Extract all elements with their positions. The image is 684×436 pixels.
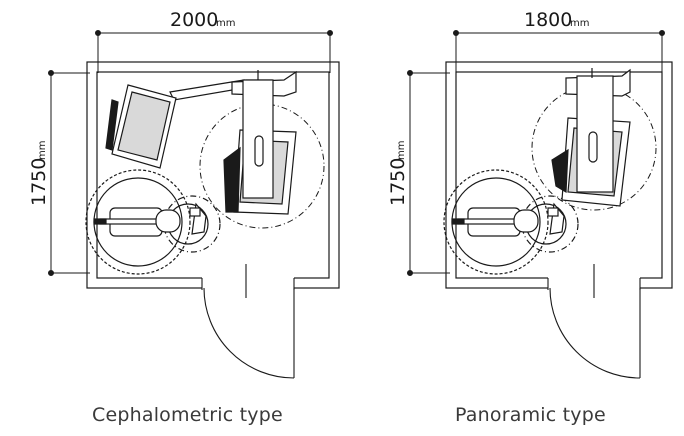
- panoramic-plan: 1800 mm 1750 mm: [387, 9, 673, 379]
- depth-value-right: 1750: [387, 158, 409, 206]
- width-unit: mm: [216, 18, 235, 29]
- cephalometric-plan: 2000 mm 1750 mm: [28, 9, 340, 379]
- width-dimension: [95, 30, 333, 73]
- room-wall: [86, 61, 340, 289]
- door-swing: [201, 264, 295, 379]
- dental-chair: [85, 169, 221, 275]
- cephalometric-caption: Cephalometric type: [92, 404, 283, 426]
- width-value: 2000: [170, 9, 218, 31]
- width-unit-right: mm: [570, 18, 589, 29]
- panoramic-caption: Panoramic type: [455, 404, 606, 426]
- width-value-right: 1800: [524, 9, 572, 31]
- depth-unit: mm: [37, 141, 48, 160]
- depth-unit-right: mm: [396, 141, 407, 160]
- xray-unit-right: [551, 68, 631, 207]
- xray-unit: [223, 70, 297, 215]
- depth-dimension-right: [407, 70, 450, 276]
- ceph-arm: [105, 79, 245, 169]
- door-swing-right: [547, 264, 641, 379]
- width-dimension-right: [453, 30, 665, 73]
- depth-value: 1750: [28, 158, 50, 206]
- depth-dimension: [48, 70, 90, 276]
